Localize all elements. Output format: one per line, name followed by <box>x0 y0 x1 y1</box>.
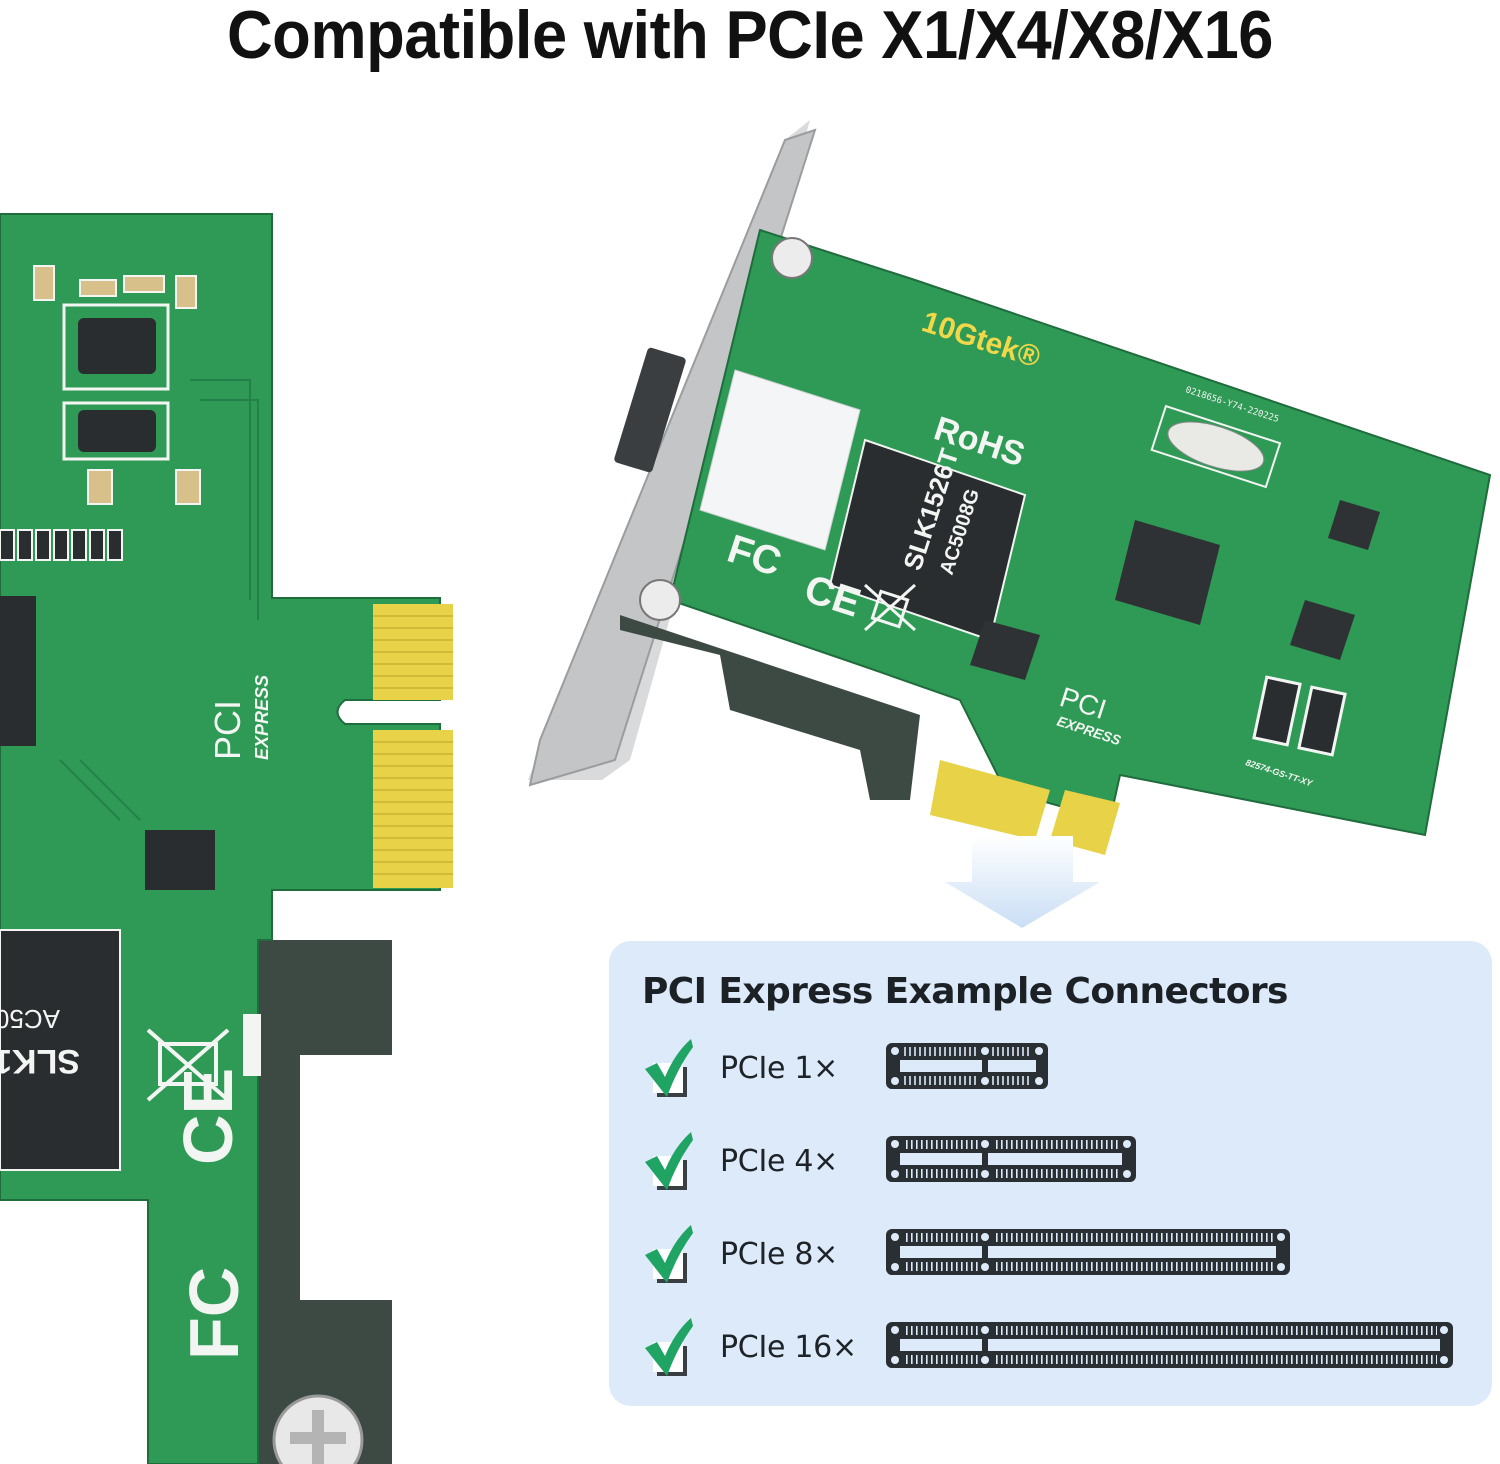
pcie-x1-slot-icon <box>886 1043 1048 1089</box>
pcie-x8-slot-icon <box>886 1229 1290 1275</box>
connector-label: PCIe 4× <box>720 1144 839 1179</box>
connector-row-x16: PCIe 16× <box>609 1318 1492 1388</box>
right-card-product: SLK1526T AC5008G 10Gtek® RoHS 0218656-Y7… <box>520 120 1500 940</box>
left-ce-logo: CE <box>169 1068 247 1165</box>
weee-bin-icon-right <box>863 583 917 632</box>
connector-row-x4: PCIe 4× <box>609 1132 1492 1202</box>
left-card-closeup: SLK15 AC500 PCI EXPRESS CE FC <box>0 0 480 1464</box>
left-pci-logo: PCI <box>207 700 248 760</box>
pcb-closeup-illustration: SLK15 AC500 PCI EXPRESS CE FC <box>0 213 453 1464</box>
check-icon <box>645 1132 693 1190</box>
svg-text:EXPRESS: EXPRESS <box>252 675 272 760</box>
pcie-x4-slot-icon <box>886 1136 1136 1182</box>
panel-title: PCI Express Example Connectors <box>642 971 1288 1012</box>
headline: Compatible with PCIe X1/X4/X8/X16 <box>226 0 1274 73</box>
connector-label: PCIe 1× <box>720 1051 839 1086</box>
svg-text:AC500: AC500 <box>0 1004 60 1034</box>
check-icon <box>645 1318 693 1376</box>
left-chip-text: SLK15 <box>0 1042 80 1080</box>
weee-bin-icon <box>146 1028 230 1102</box>
connector-label: PCIe 16× <box>720 1330 857 1365</box>
connector-label: PCIe 8× <box>720 1237 839 1272</box>
check-icon <box>645 1039 693 1097</box>
check-icon <box>645 1225 693 1283</box>
left-fc-logo: FC <box>175 1267 253 1360</box>
main-ic <box>1115 520 1220 625</box>
connector-row-x8: PCIe 8× <box>609 1225 1492 1295</box>
rj45-port <box>614 347 686 473</box>
pcie-x16-slot-icon <box>886 1322 1453 1368</box>
connectors-panel: PCI Express Example Connectors PCIe 1× P… <box>609 941 1492 1406</box>
connector-row-x1: PCIe 1× <box>609 1039 1492 1109</box>
down-arrow-icon <box>945 836 1100 928</box>
pcb-product-illustration: SLK1526T AC5008G 10Gtek® RoHS 0218656-Y7… <box>528 120 1492 855</box>
